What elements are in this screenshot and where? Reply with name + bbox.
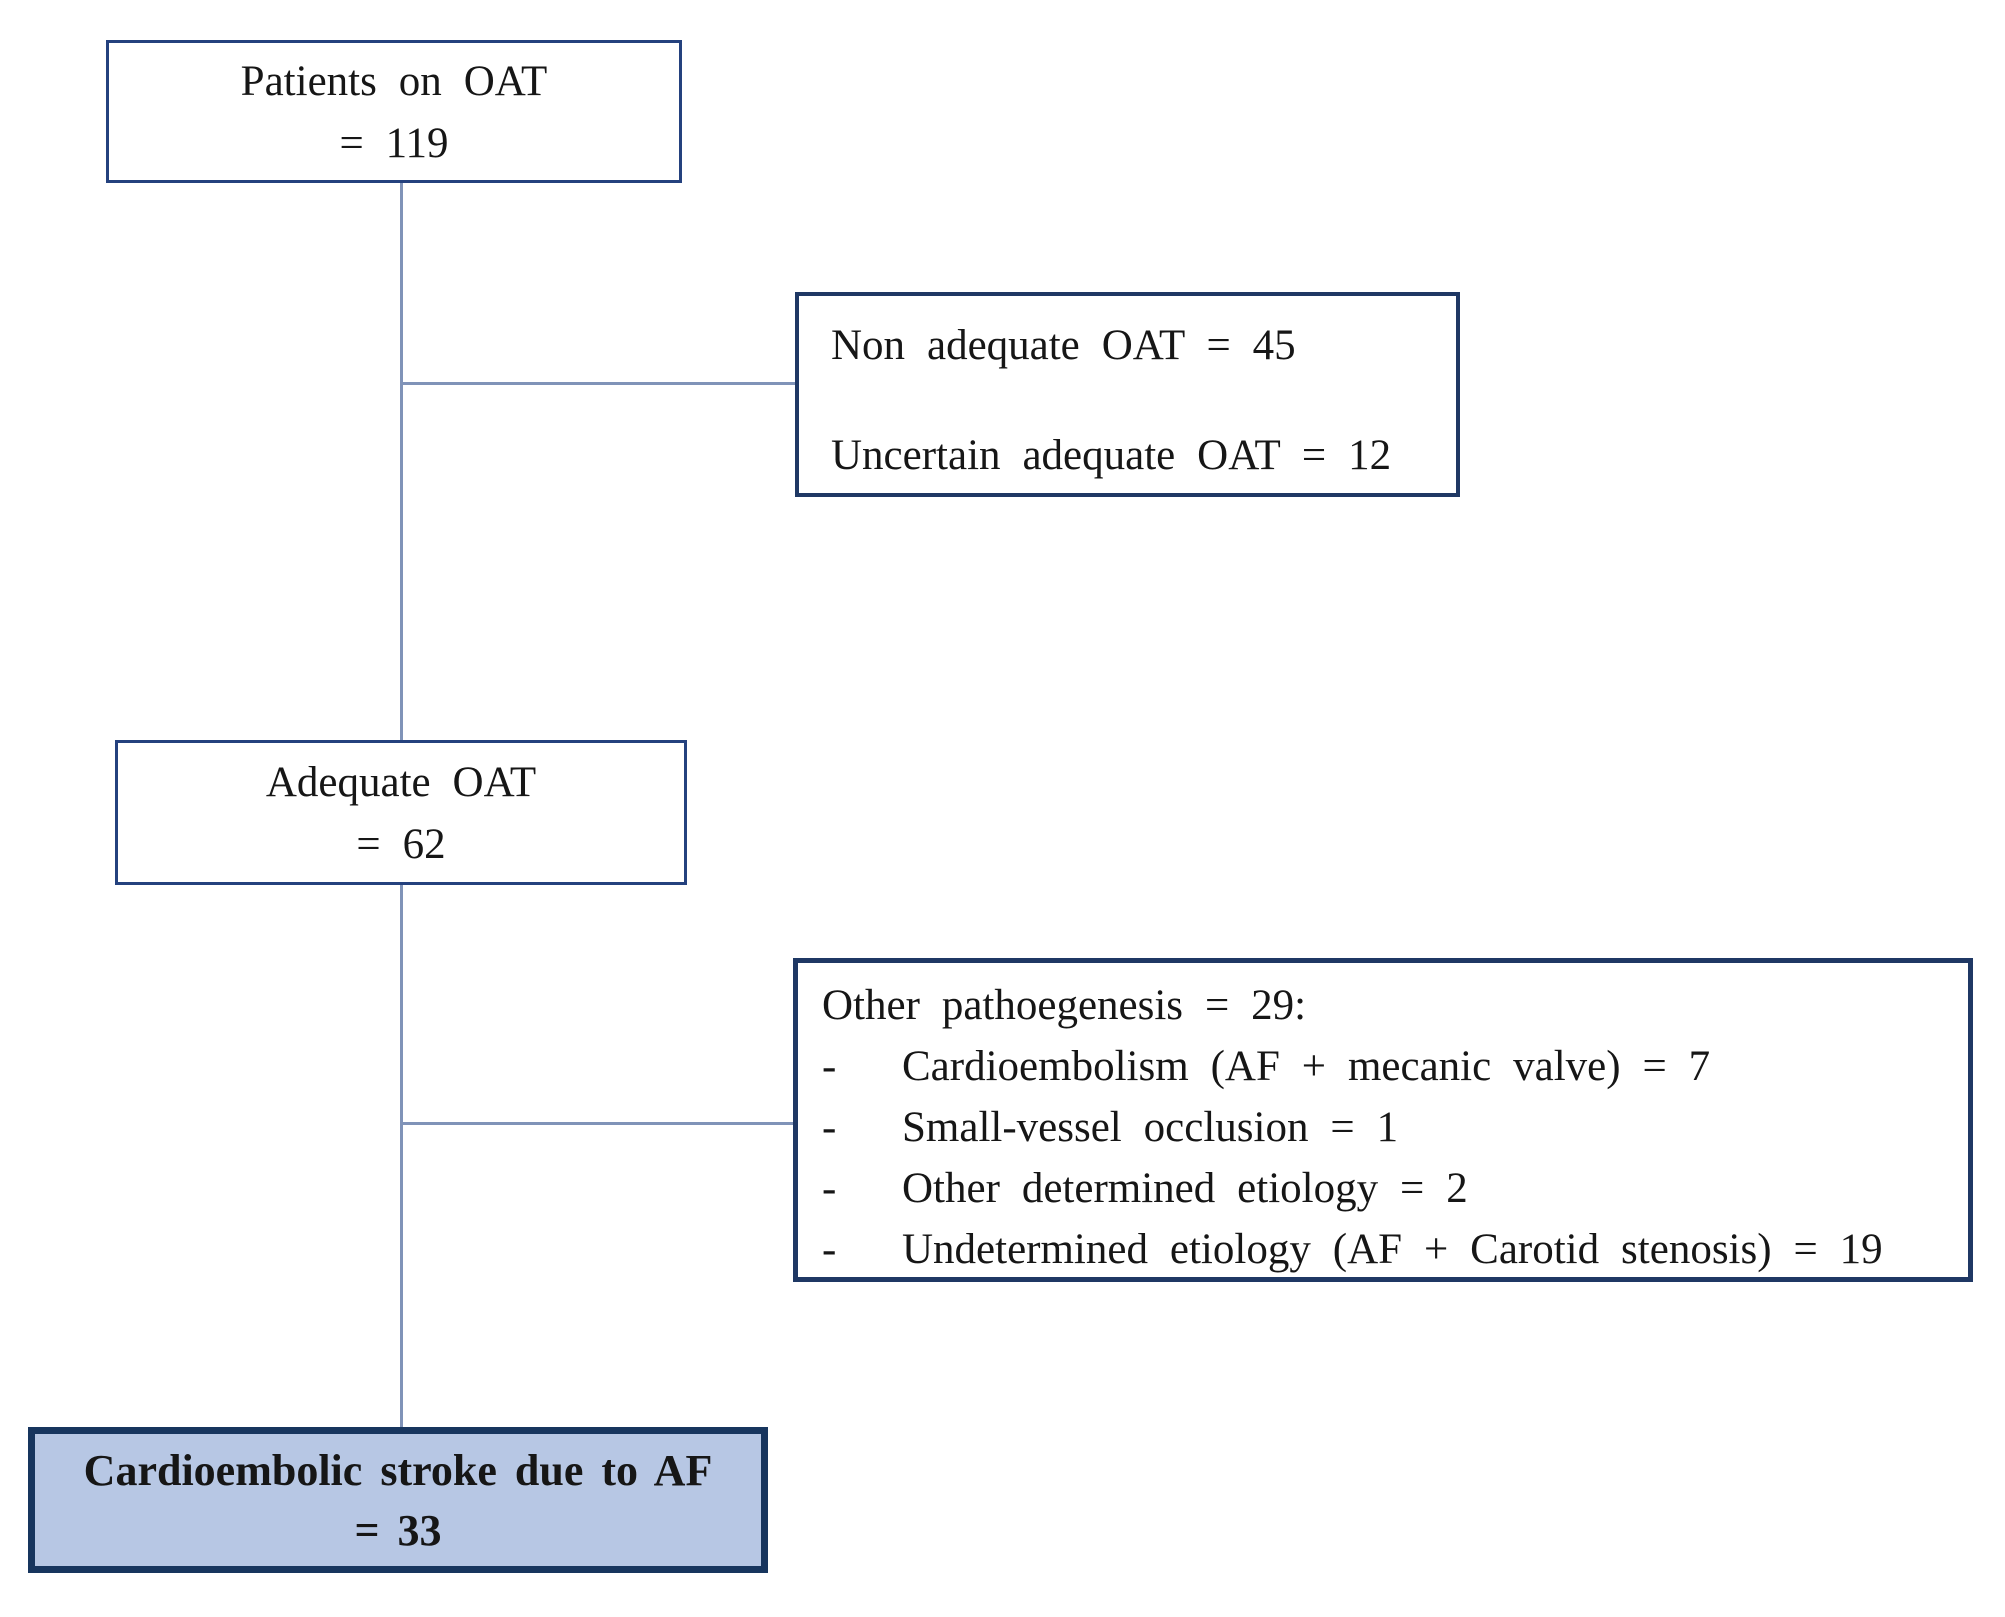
other-pathogenesis-box: Other pathoegenesis = 29: - Cardioemboli… [793, 958, 1973, 1282]
list-item: - Small-vessel occlusion = 1 [822, 1097, 1958, 1158]
patients-box: Patients on OAT = 119 [106, 40, 682, 183]
adequate-oat-title: Adequate OAT [265, 759, 537, 806]
list-item-text: Undetermined etiology (AF + Carotid sten… [902, 1226, 1883, 1273]
patients-box-count: = 119 [339, 120, 449, 167]
list-item: - Undetermined etiology (AF + Carotid st… [822, 1219, 1958, 1280]
exclusions-uncertain: Uncertain adequate OAT = 12 [831, 432, 1392, 479]
final-result-count: = 33 [354, 1506, 442, 1555]
list-item-dash: - [822, 1165, 837, 1212]
other-pathogenesis-header: Other pathoegenesis = 29: [822, 982, 1307, 1029]
exclusions-box: Non adequate OAT = 45 Uncertain adequate… [795, 292, 1460, 497]
list-item-text: Cardioembolism (AF + mecanic valve) = 7 [902, 1043, 1711, 1090]
connector-branch-to-other-pathogenesis [401, 1122, 793, 1125]
connector-branch-to-exclusions [401, 382, 795, 385]
connector-patients-to-adequate [400, 183, 403, 740]
list-item-dash: - [822, 1104, 837, 1151]
list-item-text: Small-vessel occlusion = 1 [902, 1104, 1399, 1151]
final-result-box: Cardioembolic stroke due to AF = 33 [28, 1427, 768, 1573]
adequate-oat-count: = 62 [356, 821, 446, 868]
connector-adequate-to-final [400, 885, 403, 1427]
patients-box-title: Patients on OAT [240, 58, 548, 105]
list-item: - Cardioembolism (AF + mecanic valve) = … [822, 1036, 1958, 1097]
list-item-dash: - [822, 1226, 837, 1273]
list-item: - Other determined etiology = 2 [822, 1158, 1958, 1219]
final-result-title: Cardioembolic stroke due to AF [83, 1446, 713, 1495]
exclusions-non-adequate: Non adequate OAT = 45 [831, 322, 1296, 369]
adequate-oat-box: Adequate OAT = 62 [115, 740, 687, 885]
list-item-text: Other determined etiology = 2 [902, 1165, 1468, 1212]
list-item-dash: - [822, 1043, 837, 1090]
